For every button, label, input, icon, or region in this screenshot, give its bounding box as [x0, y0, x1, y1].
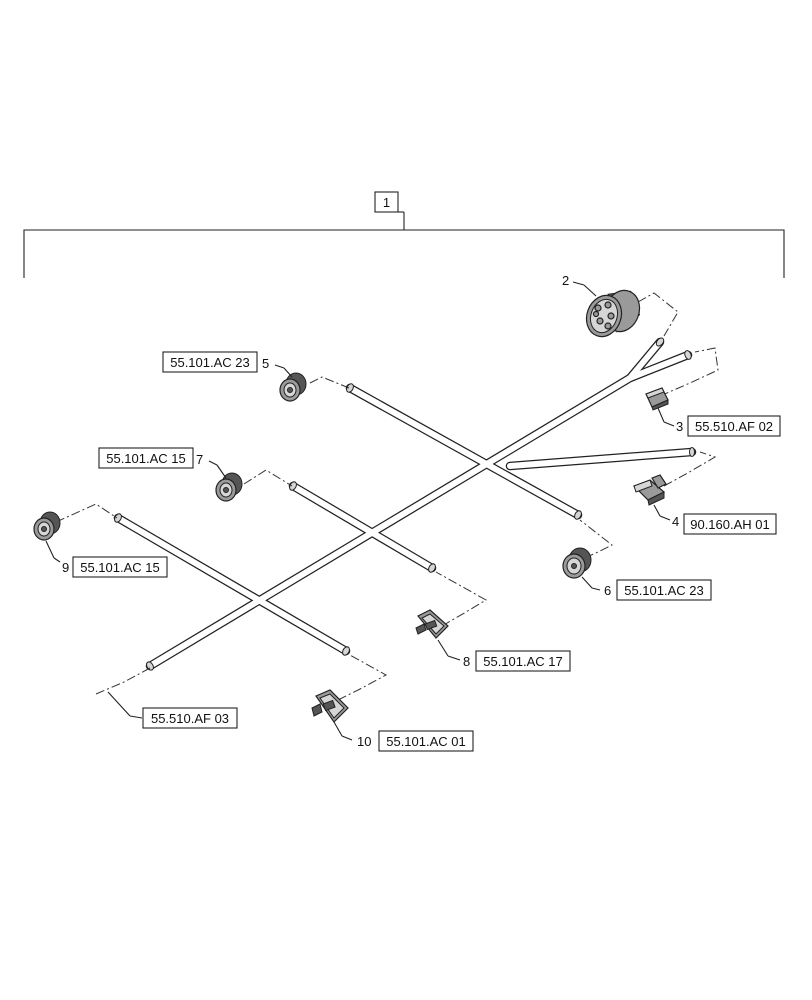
- ref-6-label: 55.101.AC 23: [624, 583, 704, 598]
- item-1-box: [374, 191, 399, 213]
- item-8-label: 8: [463, 654, 470, 669]
- ref-8-label: 55.101.AC 17: [483, 654, 563, 669]
- leader-9: [45, 540, 55, 559]
- item-7-label: 7: [196, 452, 203, 467]
- connector-part-3: 3 55.510.AF 02: [645, 387, 781, 437]
- ref-box-4: [683, 513, 777, 535]
- item-10-label: 10: [357, 734, 371, 749]
- item-1-label: 1: [383, 195, 390, 210]
- ref-box-5: [162, 351, 258, 373]
- ref-box-6: [616, 579, 712, 601]
- connector-part-10: 10 55.101.AC 01: [311, 689, 474, 752]
- connector-part-7: 7 55.101.AC 15: [98, 447, 243, 502]
- ref-box-harness-end: [142, 707, 238, 729]
- ref-5-label: 55.101.AC 23: [170, 355, 250, 370]
- ref-3-label: 55.510.AF 02: [695, 419, 773, 434]
- leader-8: [437, 639, 449, 657]
- ref-box-9: [72, 556, 168, 578]
- connection-lines: [55, 292, 719, 701]
- ref-10-label: 55.101.AC 01: [386, 734, 466, 749]
- harness-end-reference: 55.510.AF 03: [107, 691, 238, 729]
- assembly-bracket: 1: [23, 191, 785, 278]
- leader-6: [581, 576, 593, 589]
- leader-3: [657, 407, 665, 423]
- leader-10: [333, 721, 343, 737]
- harness-end-ref-label: 55.510.AF 03: [151, 711, 229, 726]
- item-9-label: 9: [62, 560, 69, 575]
- connector-part-5: 5 55.101.AC 23: [162, 351, 307, 402]
- item-3-label: 3: [676, 419, 683, 434]
- leader-2: [583, 284, 597, 297]
- connector-part-4: 4 90.160.AH 01: [632, 474, 777, 535]
- connector-part-6: 6 55.101.AC 23: [562, 547, 712, 601]
- ref-7-label: 55.101.AC 15: [106, 451, 186, 466]
- ref-box-3: [687, 415, 781, 437]
- leader-5: [283, 367, 293, 378]
- connector-part-2: 2: [562, 273, 641, 338]
- ref-box-8: [475, 650, 571, 672]
- harness-tubes: [113, 337, 697, 671]
- connector-part-9: 9 55.101.AC 15: [33, 511, 168, 578]
- ref-box-10: [378, 730, 474, 752]
- ref-9-label: 55.101.AC 15: [80, 560, 160, 575]
- item-2-label: 2: [562, 273, 569, 288]
- ref-4-label: 90.160.AH 01: [690, 517, 770, 532]
- ref-box-7: [98, 447, 194, 469]
- item-5-label: 5: [262, 356, 269, 371]
- leader-7: [216, 464, 227, 479]
- connector-part-8: 8 55.101.AC 17: [415, 609, 571, 672]
- leader-harness-end: [107, 691, 131, 717]
- leader-4: [653, 504, 661, 517]
- item-6-label: 6: [604, 583, 611, 598]
- item-4-label: 4: [672, 514, 679, 529]
